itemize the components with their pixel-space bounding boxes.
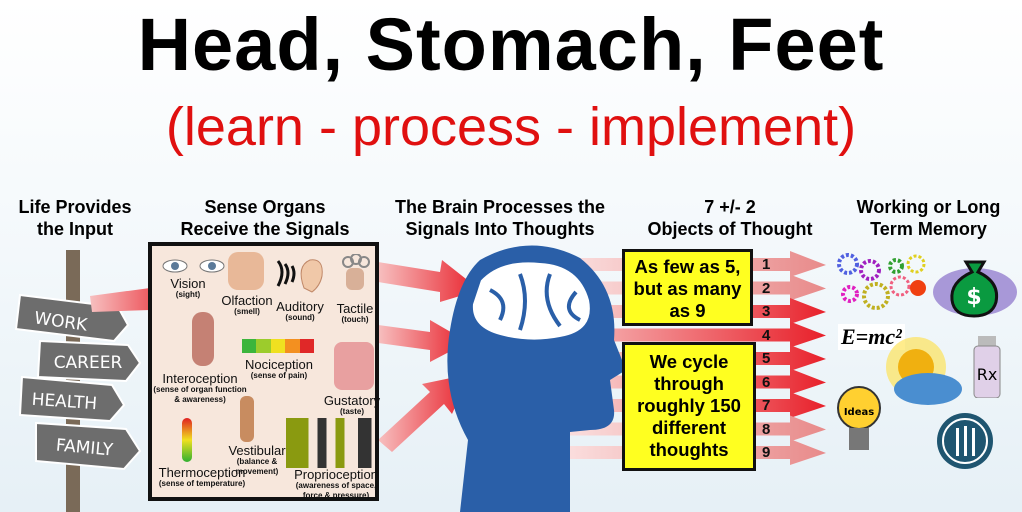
sign-health bbox=[18, 375, 126, 423]
sense-detail: (sense of organ function & awareness) bbox=[153, 385, 247, 404]
sense-detail: (touch) bbox=[341, 315, 369, 324]
money-bag-icon: $ bbox=[933, 260, 1017, 318]
sign-career bbox=[36, 339, 142, 383]
sense-name: Nociception bbox=[245, 357, 313, 372]
pain-scale-icon bbox=[242, 339, 315, 353]
sense-vestibular: Vestibular(balance & movement) bbox=[222, 444, 292, 477]
sense-name: Proprioception bbox=[294, 467, 378, 482]
sense-proprioception: Proprioception(awareness of space, force… bbox=[292, 468, 380, 501]
sense-name: Vestibular bbox=[228, 443, 286, 458]
dollar-sign: $ bbox=[966, 285, 981, 310]
sense-name: Interoception bbox=[162, 371, 238, 386]
body-organs-icon bbox=[192, 312, 214, 366]
header-line: 7 +/- 2 bbox=[704, 197, 756, 217]
sense-detail: (sight) bbox=[175, 290, 201, 299]
hand-icon bbox=[342, 254, 370, 290]
page-subtitle: (learn - process - implement) bbox=[165, 97, 857, 157]
sense-detail: (sense of pain) bbox=[250, 371, 308, 380]
gears-icon bbox=[837, 253, 926, 310]
header-line: Life Provides bbox=[18, 197, 132, 217]
lightbulb-icon: Ideas bbox=[837, 386, 881, 450]
sense-name: Tactile bbox=[336, 301, 374, 316]
thought-number: 2 bbox=[762, 279, 771, 297]
bulb-label: Ideas bbox=[844, 407, 874, 418]
sense-thermoception: Thermoception(sense of temperature) bbox=[152, 466, 252, 489]
thought-number: 7 bbox=[762, 397, 771, 414]
header-line: Receive the Signals bbox=[180, 219, 350, 239]
sense-gustatory: Gustatory(taste) bbox=[322, 394, 382, 417]
sense-name: Thermoception bbox=[158, 465, 246, 480]
sign-family bbox=[35, 421, 142, 471]
objects-range-box: As few as 5, but as many as 9 bbox=[622, 249, 753, 326]
sense-nociception: Nociception(sense of pain) bbox=[234, 358, 324, 381]
sign-label: HEALTH bbox=[31, 390, 98, 415]
header-line: Sense Organs bbox=[204, 197, 326, 217]
sun-cloud-icon bbox=[886, 337, 962, 405]
sense-name: Gustatory bbox=[323, 393, 381, 408]
equation-icon: E=mc² bbox=[838, 324, 905, 350]
arrow-senses-to-brain bbox=[378, 320, 468, 362]
prescription-bottle-icon: Rx bbox=[973, 336, 1001, 398]
sign-label: CAREER bbox=[54, 353, 123, 373]
header-line: Term Memory bbox=[870, 219, 987, 239]
sense-vision: Vision(sight) bbox=[158, 277, 218, 300]
ear-icon bbox=[276, 259, 323, 293]
arrow-senses-to-brain bbox=[378, 260, 480, 302]
page-title: Head, Stomach, Feet bbox=[137, 3, 885, 86]
sense-detail: (sense of temperature) bbox=[158, 479, 246, 488]
thought-number: 1 bbox=[762, 256, 771, 273]
header-line: Signals Into Thoughts bbox=[405, 219, 595, 239]
sense-organs-panel: Vision(sight) Olfaction(smell) Auditory(… bbox=[148, 242, 382, 501]
header-line: The Brain Processes the bbox=[394, 197, 606, 217]
sense-name: Vision bbox=[170, 276, 206, 291]
signpost-illustration: WORK CAREER HEALTH FAMILY bbox=[14, 250, 142, 512]
dining-plate-icon bbox=[937, 413, 993, 469]
sense-detail: (balance & movement) bbox=[235, 457, 279, 476]
people-silhouettes-icon bbox=[286, 418, 376, 468]
nose-icon bbox=[228, 252, 264, 290]
thought-number: 8 bbox=[762, 420, 771, 438]
sense-detail: (smell) bbox=[234, 307, 260, 316]
sense-detail: (sound) bbox=[285, 313, 315, 322]
eyes-icon bbox=[162, 259, 225, 273]
sense-detail: (awareness of space, force & pressure) bbox=[295, 481, 377, 500]
thought-number: 5 bbox=[762, 350, 771, 367]
header-line: Objects of Thought bbox=[647, 219, 813, 239]
sense-auditory: Auditory(sound) bbox=[270, 300, 330, 323]
thought-number: 4 bbox=[762, 326, 771, 344]
balancing-person-icon bbox=[240, 396, 254, 442]
sense-olfaction: Olfaction(smell) bbox=[214, 294, 280, 317]
thought-cycle-box: We cycle through roughly 150 different t… bbox=[622, 342, 756, 471]
header-line: Working or Long bbox=[856, 197, 1001, 217]
sense-name: Olfaction bbox=[221, 293, 273, 308]
arrow-senses-to-brain bbox=[378, 374, 470, 452]
sense-tactile: Tactile(touch) bbox=[330, 302, 380, 325]
thermometer-icon bbox=[182, 418, 192, 462]
sense-detail: (taste) bbox=[339, 407, 364, 416]
sense-name: Auditory bbox=[276, 299, 324, 314]
brain-head-icon bbox=[447, 245, 626, 512]
rx-label: Rx bbox=[977, 365, 998, 384]
header-line: the Input bbox=[37, 219, 113, 239]
sense-interoception: Interoception(sense of organ function & … bbox=[152, 372, 248, 405]
thought-arrow-4 bbox=[560, 321, 826, 348]
thought-number: 6 bbox=[762, 373, 771, 391]
thought-number: 9 bbox=[762, 444, 771, 461]
tongue-icon bbox=[334, 342, 374, 390]
thought-number: 3 bbox=[762, 303, 771, 320]
